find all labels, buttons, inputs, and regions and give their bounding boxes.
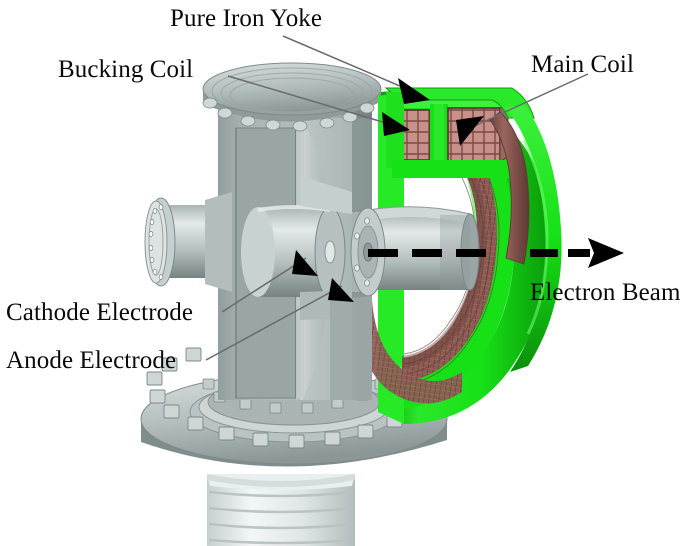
leader-lines — [205, 35, 589, 361]
coil-cross-sections — [384, 87, 535, 265]
top-flange — [202, 62, 382, 132]
arrowhead-anode — [328, 278, 354, 302]
bottom-bellows — [207, 474, 355, 546]
label-electron-beam: Electron Beam — [530, 279, 681, 306]
label-main-coil: Main Coil — [531, 51, 634, 78]
main-coil-section — [447, 101, 509, 163]
arrowhead-yoke — [398, 78, 430, 104]
leader-arrowheads — [292, 78, 484, 302]
label-anode-electrode: Anode Electrode — [6, 347, 177, 374]
label-pure-iron-yoke: Pure Iron Yoke — [170, 5, 323, 32]
electron-beam-axis — [368, 238, 624, 268]
label-cathode-electrode: Cathode Electrode — [6, 299, 194, 326]
arrowhead-main — [456, 116, 484, 146]
arrowhead-bucking — [382, 112, 410, 136]
left-side-port — [144, 192, 232, 292]
yoke-outer-rim — [506, 104, 562, 372]
arrowhead-cathode — [292, 250, 318, 276]
label-bucking-coil: Bucking Coil — [58, 56, 194, 83]
cathode-cylinder — [241, 205, 346, 298]
